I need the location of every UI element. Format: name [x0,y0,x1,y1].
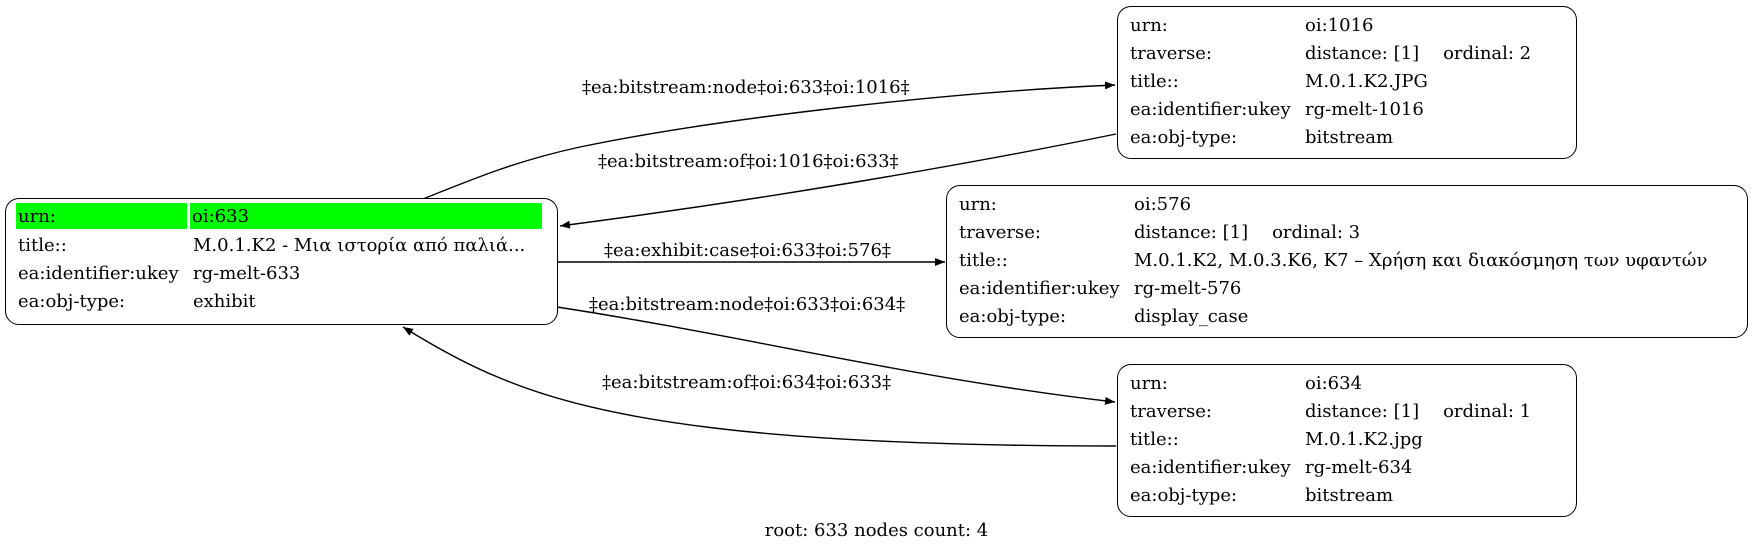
node-row-urn: urn: oi:576 [959,190,1735,218]
row-value: bitstream [1305,484,1394,506]
node-row-urn: urn: oi:634 [1130,369,1564,397]
node-row-objtype: ea:obj-type: display_case [959,302,1735,330]
row-value: oi:1016 [1305,14,1374,36]
row-key: ea:obj-type: [959,305,1067,327]
row-ordinal: ordinal: 1 [1443,400,1532,422]
edge-1016-to-633 [559,133,1117,229]
node-oi-633[interactable]: urn: oi:633 title:: M.0.1.K2 - Μια ιστορ… [5,198,558,325]
row-key: urn: [1130,14,1168,36]
row-key: title:: [18,234,67,256]
row-value: rg-melt-633 [193,262,301,284]
row-value: bitstream [1305,126,1394,148]
node-row-traverse: traverse: distance: [1] ordinal: 3 [959,218,1735,246]
row-value: rg-melt-1016 [1305,98,1424,120]
graph-footer: root: 633 nodes count: 4 [764,520,989,541]
row-key: ea:identifier:ukey [1130,456,1291,478]
row-key: traverse: [1130,400,1212,422]
node-row-traverse: traverse: distance: [1] ordinal: 1 [1130,397,1564,425]
row-value: display_case [1134,305,1249,327]
node-row-ukey: ea:identifier:ukey rg-melt-576 [959,274,1735,302]
edge-label-634-to-633: ‡ea:bitstream:of‡oi:634‡oi:633‡ [602,372,891,393]
edge-633-to-1016 [422,81,1116,200]
row-value: oi:633 [190,203,542,229]
edge-633-to-634 [556,306,1116,405]
node-row-urn: urn: oi:1016 [1130,11,1564,39]
row-key: title:: [1130,428,1179,450]
row-key: ea:identifier:ukey [1130,98,1291,120]
node-row-objtype: ea:obj-type: bitstream [1130,481,1564,509]
row-key: ea:identifier:ukey [18,262,179,284]
row-key: traverse: [959,221,1041,243]
node-oi-634[interactable]: urn: oi:634 traverse: distance: [1] ordi… [1117,364,1577,517]
row-key: urn: [16,203,187,229]
node-row-title: title:: M.0.1.K2 - Μια ιστορία από παλιά… [18,231,545,259]
row-value: M.0.1.K2, M.0.3.K6, K7 – Χρήση και διακό… [1134,249,1708,271]
row-key: traverse: [1130,42,1212,64]
node-row-title: title:: M.0.1.K2, M.0.3.K6, K7 – Χρήση κ… [959,246,1735,274]
row-value: oi:576 [1134,193,1192,215]
node-oi-1016[interactable]: urn: oi:1016 traverse: distance: [1] ord… [1117,6,1577,159]
node-row-objtype: ea:obj-type: bitstream [1130,123,1564,151]
row-key: ea:obj-type: [1130,484,1238,506]
node-row-traverse: traverse: distance: [1] ordinal: 2 [1130,39,1564,67]
node-row-ukey: ea:identifier:ukey rg-melt-633 [18,259,545,287]
row-key: ea:obj-type: [18,290,126,312]
edge-label-1016-to-633: ‡ea:bitstream:of‡oi:1016‡oi:633‡ [598,151,899,172]
node-row-title: title:: M.0.1.K2.jpg [1130,425,1564,453]
node-oi-576[interactable]: urn: oi:576 traverse: distance: [1] ordi… [946,185,1748,338]
row-key: urn: [959,193,997,215]
row-key: title:: [959,249,1008,271]
row-value: distance: [1] [1305,42,1420,64]
edge-label-633-to-634: ‡ea:bitstream:node‡oi:633‡oi:634‡ [589,294,905,315]
row-key: urn: [1130,372,1168,394]
row-ordinal: ordinal: 2 [1443,42,1532,64]
edge-label-633-to-576: ‡ea:exhibit:case‡oi:633‡oi:576‡ [604,240,891,261]
row-value: distance: [1] [1134,221,1249,243]
row-key: title:: [1130,70,1179,92]
row-value: M.0.1.K2.JPG [1305,70,1428,92]
row-value: rg-melt-576 [1134,277,1242,299]
node-row-urn: urn: oi:633 [16,203,545,229]
node-row-title: title:: M.0.1.K2.JPG [1130,67,1564,95]
node-row-ukey: ea:identifier:ukey rg-melt-1016 [1130,95,1564,123]
row-key: ea:identifier:ukey [959,277,1120,299]
row-value: M.0.1.K2 - Μια ιστορία από παλιά... [193,234,526,256]
row-key: ea:obj-type: [1130,126,1238,148]
row-value: exhibit [193,290,256,312]
row-value: distance: [1] [1305,400,1420,422]
row-ordinal: ordinal: 3 [1272,221,1361,243]
row-value: rg-melt-634 [1305,456,1413,478]
row-value: M.0.1.K2.jpg [1305,428,1423,450]
edge-label-633-to-1016: ‡ea:bitstream:node‡oi:633‡oi:1016‡ [582,77,910,98]
node-row-ukey: ea:identifier:ukey rg-melt-634 [1130,453,1564,481]
node-row-objtype: ea:obj-type: exhibit [18,287,545,315]
row-value: oi:634 [1305,372,1363,394]
edge-634-to-633 [402,326,1117,447]
